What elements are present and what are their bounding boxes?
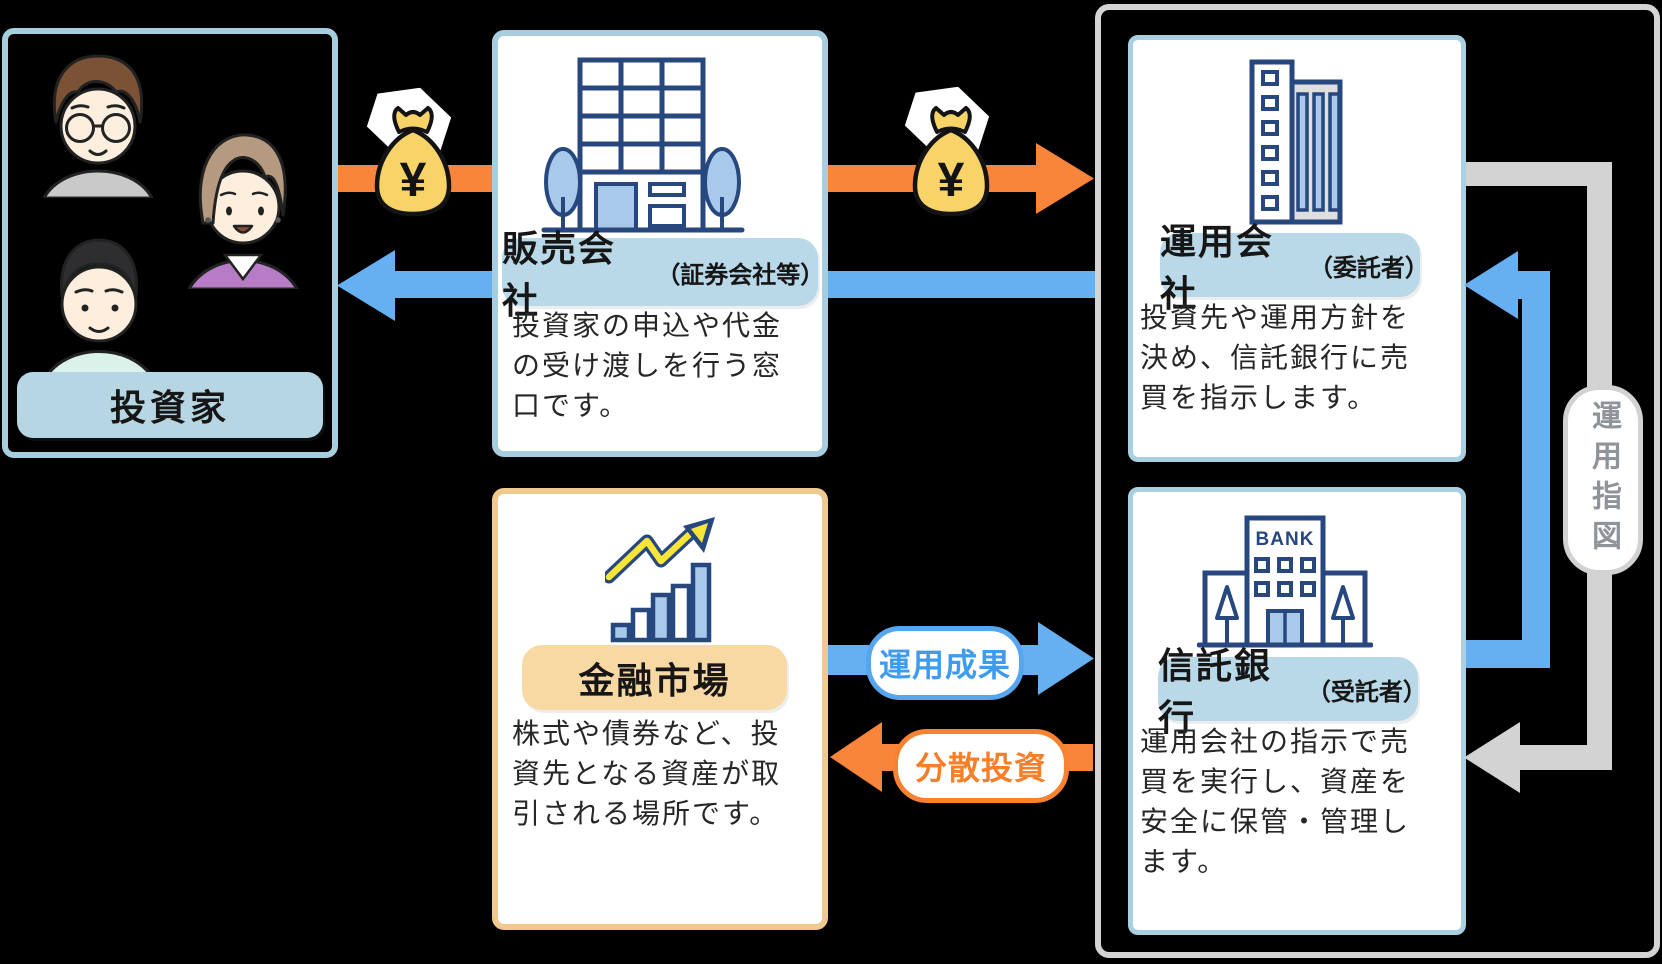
trust-bank-qualifier: （受託者） bbox=[1306, 678, 1427, 706]
diversification-flow-text: 分散投資 bbox=[914, 750, 1047, 786]
trust-bank-title: 信託銀行 bbox=[1158, 645, 1273, 738]
diversification-flow-label: 分散投資 bbox=[893, 729, 1069, 803]
investor-label: 投資家 bbox=[17, 372, 323, 438]
sales-company-label: 販売会社 （証券会社等） bbox=[502, 228, 825, 321]
instruction-text: 運用指図 bbox=[1587, 400, 1620, 560]
trust-to-mgmt-vertical-bar bbox=[1522, 271, 1550, 668]
instruction-label: 運用指図 bbox=[1563, 385, 1643, 575]
financial-market-title: 金融市場 bbox=[578, 659, 731, 701]
money-bag-icon: ¥ bbox=[370, 102, 456, 223]
management-company-label: 運用会社 （委託者） bbox=[1160, 221, 1429, 314]
financial-market-label: 金融市場 bbox=[522, 645, 787, 710]
avatar-woman bbox=[185, 123, 301, 294]
yen-symbol: ¥ bbox=[400, 154, 427, 207]
management-company-title: 運用会社 bbox=[1160, 221, 1275, 314]
avatar-man-glasses bbox=[40, 48, 156, 203]
trust-bank-description: 運用会社の指示で売 買を実行し、資産を 安全に保管・管理し ます。 bbox=[1140, 726, 1411, 877]
trust-bank-label: 信託銀行 （受託者） bbox=[1158, 645, 1427, 738]
result-flow-text: 運用成果 bbox=[878, 647, 1011, 683]
instruction-bottom-bar bbox=[1512, 745, 1612, 770]
avatar-man bbox=[40, 222, 158, 385]
sales-company-description: 投資家の申込や代金 の受け渡しを行う窓 口です。 bbox=[512, 310, 783, 421]
sales-company-title: 販売会社 bbox=[502, 228, 617, 321]
trust-structure-frame bbox=[1095, 4, 1660, 958]
corporate-building-icon bbox=[1248, 58, 1344, 231]
investor-label-text: 投資家 bbox=[109, 387, 230, 428]
investor-box bbox=[2, 28, 338, 458]
trust-to-mgmt-bottom-bar bbox=[1466, 640, 1550, 668]
diversification-arrowhead-icon bbox=[830, 722, 882, 792]
result-flow-label: 運用成果 bbox=[866, 626, 1024, 700]
management-company-description: 投資先や運用方針を 決め、信託銀行に売 買を指示します。 bbox=[1140, 302, 1411, 413]
redemption-flow-arrowhead-icon bbox=[337, 250, 395, 321]
management-company-qualifier: （委託者） bbox=[1308, 254, 1429, 282]
money-flow-arrowhead-icon bbox=[1036, 143, 1094, 214]
result-flow-arrowhead-icon bbox=[1038, 622, 1094, 695]
bank-building-icon: BANK bbox=[1196, 515, 1374, 655]
yen-symbol: ¥ bbox=[938, 154, 965, 207]
growth-chart-icon bbox=[602, 515, 720, 648]
office-building-icon bbox=[538, 52, 748, 241]
bank-sign-text: BANK bbox=[1256, 529, 1315, 550]
financial-market-description: 株式や債券など、投 資先となる資産が取 引される場所です。 bbox=[512, 718, 782, 829]
money-bag-icon: ¥ bbox=[908, 102, 994, 223]
sales-company-qualifier: （証券会社等） bbox=[656, 261, 825, 289]
